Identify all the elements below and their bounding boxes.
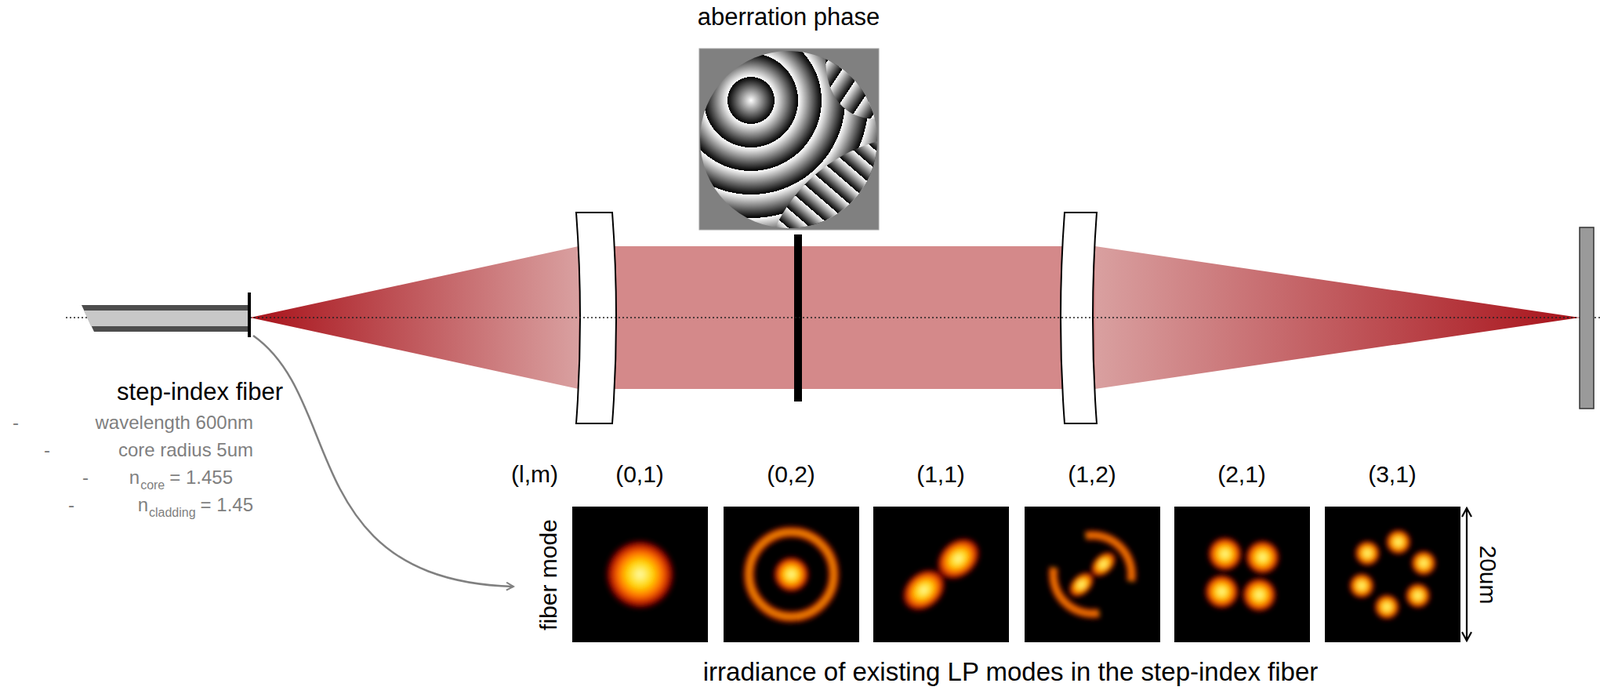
list-dash: - <box>68 493 75 516</box>
figure-caption: irradiance of existing LP modes in the s… <box>703 656 1319 687</box>
mode-index: (0,1) <box>615 460 664 489</box>
mode-index: (3,1) <box>1367 460 1417 489</box>
detector <box>1579 227 1594 409</box>
mode-image <box>723 506 860 643</box>
parameter-subscript: cladding <box>148 505 196 520</box>
parameter-symbol: n <box>129 466 140 489</box>
index-header: (l,m) <box>511 460 559 489</box>
image-title: aberration phase <box>697 3 881 32</box>
mode-index: (2,1) <box>1217 460 1267 489</box>
parameter-value: = 1.45 <box>200 493 254 516</box>
scale-arrow <box>1465 507 1468 641</box>
mode-index: (1,1) <box>916 460 966 489</box>
fiber-cladding <box>81 304 251 332</box>
collimated-beam <box>578 246 1096 389</box>
mode-index: (0,2) <box>766 460 816 489</box>
list-dash: - <box>43 439 51 461</box>
leader-arrow <box>253 335 514 587</box>
mode-image <box>1174 506 1310 643</box>
mode-image <box>572 506 708 643</box>
axis-label: fiber mode <box>535 518 563 631</box>
mode-image <box>873 506 1009 643</box>
parameter-text: wavelength 600nm <box>95 411 254 434</box>
optical-axis <box>65 316 1600 319</box>
parameter-value: = 1.455 <box>169 466 233 489</box>
mode-image <box>1324 506 1461 643</box>
fiber-end-face <box>247 292 251 338</box>
parameter-symbol: n <box>137 493 149 516</box>
parameter-row: core radius 5um <box>118 439 254 461</box>
parameter-row: wavelength 600nm <box>95 411 254 434</box>
list-dash: - <box>82 466 89 489</box>
scale-label: 20um <box>1474 544 1503 604</box>
fiber-core <box>83 310 251 327</box>
list-dash: - <box>12 411 19 434</box>
parameter-row: ncore= 1.455 <box>129 466 233 489</box>
parameter-row: ncladding= 1.45 <box>137 493 254 516</box>
component-label: step-index fiber <box>116 377 283 407</box>
parameter-text: core radius 5um <box>118 439 254 461</box>
parameter-subscript: core <box>140 478 165 493</box>
mode-image <box>1024 506 1161 643</box>
mode-index: (1,2) <box>1067 460 1117 489</box>
aberration-phase-map <box>699 43 886 236</box>
